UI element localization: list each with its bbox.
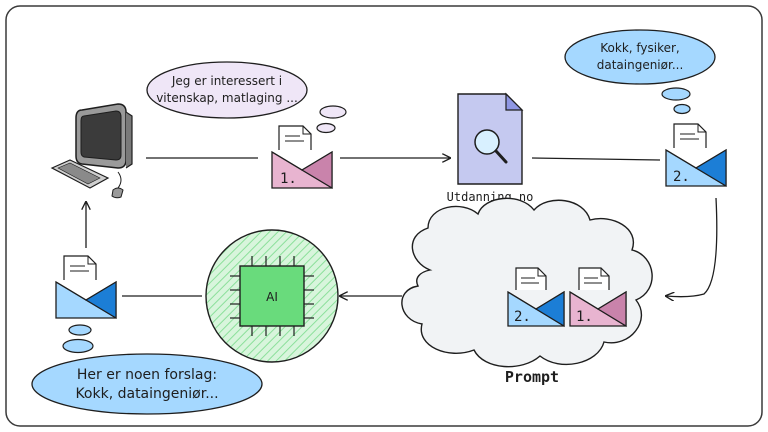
arrow-envelope-to-prompt <box>666 197 718 297</box>
suggestions-speech-bubble: Her er noen forslag: Kokk, dataingeniør.… <box>31 324 263 415</box>
prompt-envelope-1-number: 1. <box>576 309 593 325</box>
prompt-envelope-2-number: 2. <box>514 309 531 325</box>
suggestions-bubble-line1: Her er noen forslag: <box>77 367 217 383</box>
website-document-icon <box>457 92 524 185</box>
prompt-label: Prompt <box>505 368 559 386</box>
arrow-website-to-envelope <box>531 157 661 161</box>
response-envelope-icon <box>55 255 117 320</box>
prompt-envelope-2-icon: 2. <box>507 267 565 328</box>
interest-bubble-line1: Jeg er interessert i <box>171 74 282 88</box>
magnifier-icon <box>474 129 500 155</box>
envelope-1-number: 1. <box>280 171 297 187</box>
interest-bubble-line2: vitenskap, matlaging ... <box>156 91 298 105</box>
envelope-2-icon: 2. <box>665 123 727 188</box>
ai-chip-icon <box>205 229 339 363</box>
ai-label: AI <box>266 290 278 304</box>
prompt-envelope-1-icon: 1. <box>569 267 627 328</box>
envelope-2-number: 2. <box>673 169 690 185</box>
interest-speech-bubble: Jeg er interessert i vitenskap, matlagin… <box>146 61 347 134</box>
envelope-1-icon: 1. <box>271 125 333 190</box>
professions-speech-bubble: Kokk, fysiker, dataingeniør... <box>564 29 716 115</box>
connector-lines <box>86 157 718 297</box>
suggestions-bubble-line2: Kokk, dataingeniør... <box>75 386 218 402</box>
professions-bubble-line1: Kokk, fysiker, <box>600 41 680 55</box>
professions-bubble-line2: dataingeniør... <box>597 58 684 72</box>
computer-icon <box>50 103 133 199</box>
